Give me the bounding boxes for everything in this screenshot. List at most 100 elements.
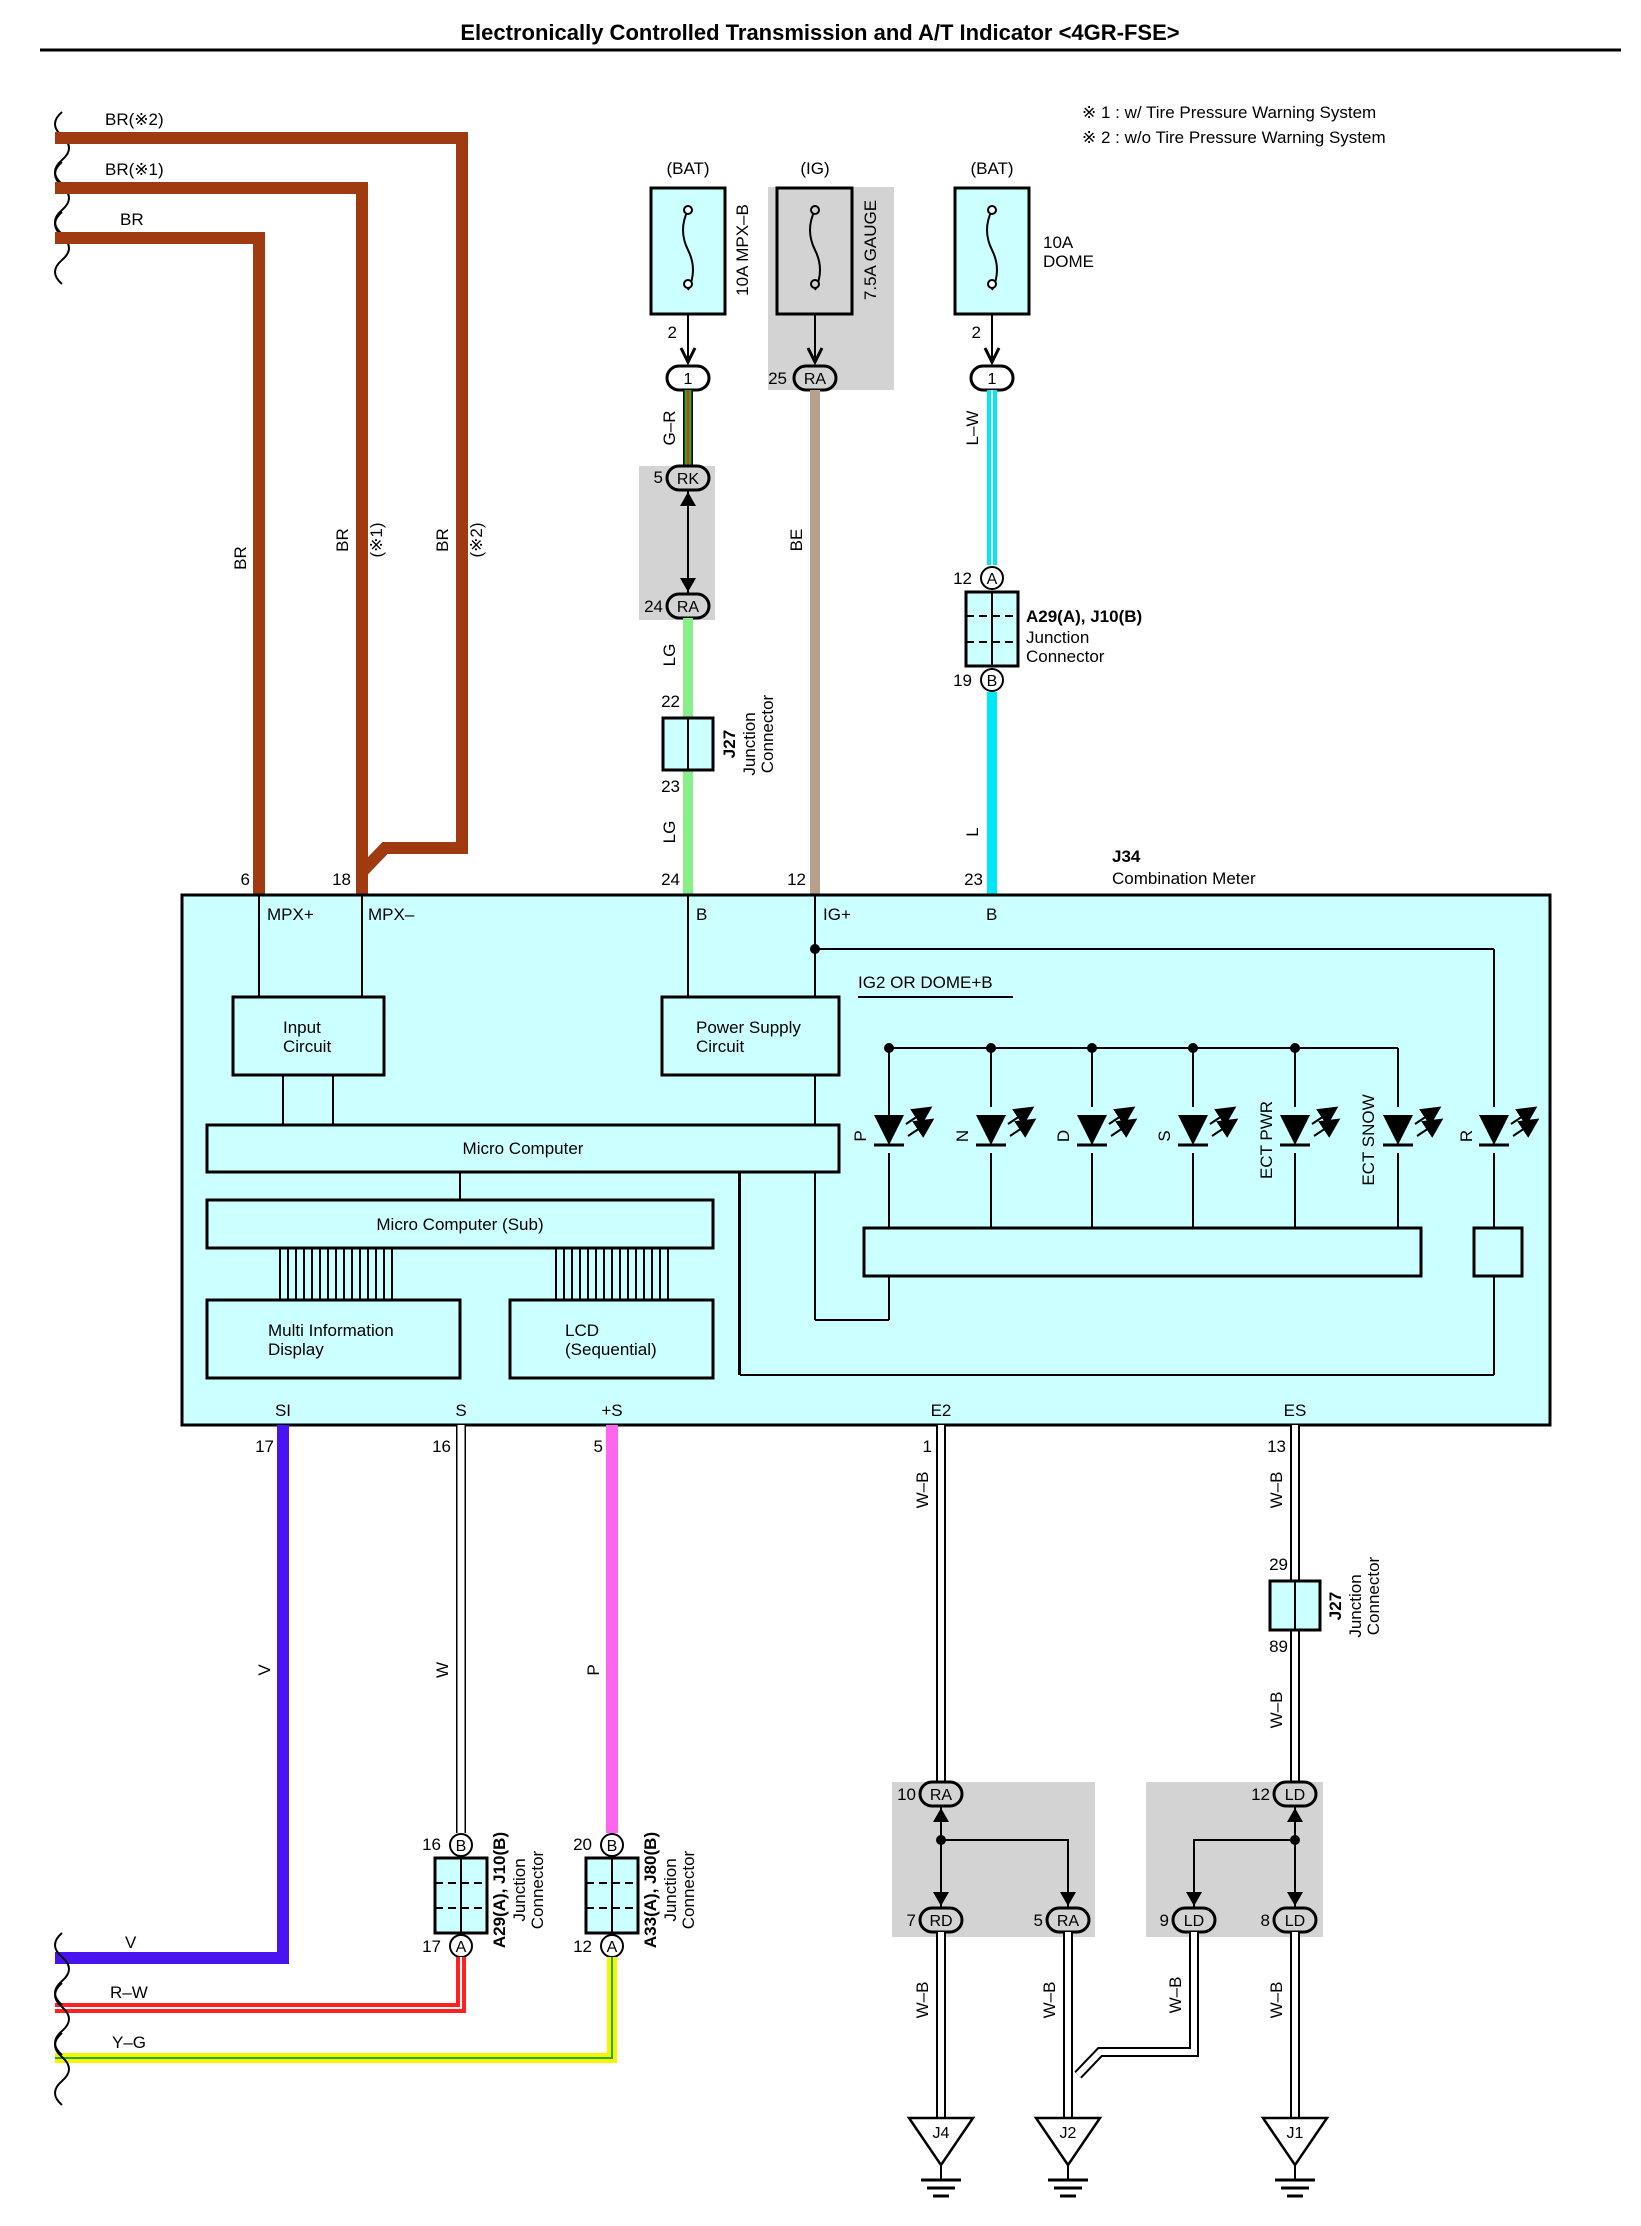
label-s: S	[455, 1401, 466, 1420]
junction-led-d	[1087, 1043, 1097, 1053]
junction-led-pwr	[1290, 1043, 1300, 1053]
ra1-num: 24	[644, 597, 663, 616]
br-wires	[55, 132, 468, 895]
mid-l1: Multi Information	[268, 1321, 394, 1340]
fuse1-dot-bot	[683, 279, 693, 289]
fuse2-arrow	[806, 347, 824, 366]
led-label-d: D	[1054, 1130, 1073, 1142]
led-label-r: R	[1457, 1130, 1476, 1142]
pin-17: 17	[255, 1437, 274, 1456]
j27b-name: J27	[1326, 1592, 1345, 1620]
wire-label-l-w: L–W	[963, 411, 982, 446]
pin-1: 1	[923, 1437, 932, 1456]
led-label-ect-pwr: ECT PWR	[1257, 1101, 1276, 1179]
note-1: ※ 1 : w/ Tire Pressure Warning System	[1082, 103, 1376, 122]
a29b-bot-code: A	[456, 1939, 467, 1956]
fuse1-pin: 2	[668, 323, 677, 342]
a33-top-code: B	[607, 1838, 618, 1855]
led-r	[1479, 1106, 1540, 1147]
ra-split	[940, 1806, 1069, 1908]
pin-6: 6	[241, 870, 250, 889]
wire-label-l: L	[963, 827, 982, 836]
label-plus-s: +S	[601, 1401, 622, 1420]
ld9-down-arrow	[1186, 1892, 1202, 1906]
ra-down-arrow	[680, 578, 696, 592]
fuse2-source: (IG)	[800, 159, 829, 178]
j27a-l1: Junction	[740, 712, 759, 775]
wire-label-w: W	[433, 1662, 452, 1678]
wire-label-br2: BR(※2)	[105, 110, 164, 129]
pin-13: 13	[1267, 1437, 1286, 1456]
ld9-num: 9	[1160, 1911, 1169, 1930]
pin-16: 16	[432, 1437, 451, 1456]
indicator-driver	[862, 1226, 1423, 1278]
wire-label-be: BE	[787, 529, 806, 552]
led-ect-pwr	[1280, 1106, 1341, 1147]
wire-label-v: V	[255, 1664, 274, 1676]
br-vlabel-1: BR	[231, 546, 250, 570]
a29b-top-circle	[449, 1833, 473, 1857]
j27b-l1: Junction	[1346, 1574, 1365, 1637]
a29b-l1: Junction	[510, 1858, 529, 1921]
junction-led-n	[986, 1043, 996, 1053]
led-label-p: P	[851, 1130, 870, 1141]
ra10-up-arrow	[933, 1808, 949, 1822]
micro-computer-sub	[205, 1198, 715, 1250]
label-es: ES	[1284, 1401, 1307, 1420]
wire-label-g-r: G–R	[660, 411, 679, 446]
ra10-num: 10	[897, 1785, 916, 1804]
pin-18: 18	[332, 870, 351, 889]
fuse2-element	[809, 209, 821, 291]
wire-label-lg1: LG	[660, 644, 679, 667]
power-supply-l1: Power Supply	[696, 1018, 801, 1037]
led-label-s: S	[1155, 1130, 1174, 1141]
micro-computer-label: Micro Computer	[463, 1139, 584, 1158]
fuse1-dot-top	[683, 205, 693, 215]
rk-num: 5	[654, 468, 663, 487]
a29-bot-circle	[980, 668, 1004, 692]
ground-j1	[1260, 2116, 1330, 2198]
rd7-label: RD	[929, 1913, 952, 1930]
input-circuit-l1: Input	[283, 1018, 321, 1037]
led-p	[874, 1106, 935, 1147]
ra10-label: RA	[930, 1787, 953, 1804]
a33-bot-code: A	[607, 1939, 618, 1956]
a29-l1: Junction	[1026, 628, 1089, 647]
br-vlabel-2: BR	[333, 528, 352, 552]
fuse2-conn-label: RA	[804, 371, 827, 388]
input-circuit	[231, 995, 386, 1077]
a33-name: A33(A), J80(B)	[641, 1832, 660, 1948]
a29b-l2: Connector	[528, 1850, 547, 1929]
a33-l1: Junction	[661, 1858, 680, 1921]
a29-top-code: A	[987, 571, 998, 588]
junction-led-p	[884, 1043, 894, 1053]
fuse3-name-l2: DOME	[1043, 252, 1094, 271]
a29-bot-pin: 19	[953, 671, 972, 690]
a33-top-circle	[600, 1833, 624, 1857]
label-b2: B	[986, 905, 997, 924]
label-si: SI	[275, 1401, 291, 1420]
a29b-top-pin: 16	[422, 1835, 441, 1854]
wire-y-g	[55, 1957, 617, 2063]
note-2: ※ 2 : w/o Tire Pressure Warning System	[1082, 128, 1386, 147]
j27a-name: J27	[720, 730, 739, 758]
bus-lines-mid	[279, 1248, 393, 1300]
br-vlabel-2-note: (※1)	[367, 522, 386, 557]
a29-name: A29(A), J10(B)	[1026, 607, 1142, 626]
rd7-num: 7	[907, 1911, 916, 1930]
wire-label-p: P	[584, 1664, 603, 1675]
led-ect-snow	[1383, 1106, 1444, 1147]
fuse1-arrow	[679, 347, 697, 366]
fuse1-source: (BAT)	[666, 159, 709, 178]
wire-label-wb3: W–B	[1267, 1692, 1286, 1729]
fuse3-dot-bot	[987, 279, 997, 289]
ra-split-node	[936, 1835, 946, 1845]
multi-information-display	[205, 1298, 462, 1380]
j27b-l2: Connector	[1364, 1556, 1383, 1635]
fuse3-element	[986, 209, 998, 291]
ground-j4-label: J4	[933, 2125, 950, 2142]
wire-label-wb4: W–B	[913, 1982, 932, 2019]
bus-lines-lcd	[555, 1248, 669, 1300]
a29-bot-code: B	[987, 673, 998, 690]
